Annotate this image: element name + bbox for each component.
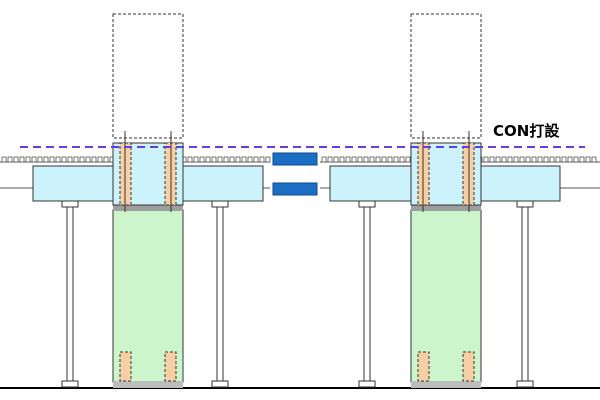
deck-tick — [483, 156, 489, 163]
deck-tick — [525, 156, 531, 163]
deck-tick — [549, 156, 555, 163]
deck-tick — [579, 156, 585, 163]
deck-tick — [363, 156, 369, 163]
deck-tick — [25, 156, 31, 163]
deck-tick — [229, 156, 235, 163]
deck-tick — [543, 156, 549, 163]
pier-right — [329, 13, 561, 388]
formwork-outline — [410, 13, 482, 139]
deck-tick — [73, 156, 79, 163]
deck-tick — [405, 156, 411, 163]
deck-tick — [339, 156, 345, 163]
deck-tick — [501, 156, 507, 163]
deck-tick — [7, 156, 13, 163]
support-post — [61, 200, 79, 388]
deck-tick — [369, 156, 375, 163]
deck-tick — [97, 156, 103, 163]
deck-tick — [187, 156, 193, 163]
deck-tick — [211, 156, 217, 163]
deck-tick — [513, 156, 519, 163]
anchor-right — [462, 351, 475, 382]
deck-tick — [247, 156, 253, 163]
deck-tick — [531, 156, 537, 163]
deck-tick — [357, 156, 363, 163]
deck-tick — [537, 156, 543, 163]
deck-tick — [387, 156, 393, 163]
deck-tick — [327, 156, 333, 163]
deck-tick — [591, 156, 597, 163]
expansion-joint-icon — [272, 152, 318, 196]
deck-tick — [259, 156, 265, 163]
joint-block-lower — [272, 182, 318, 196]
deck-tick — [1, 156, 7, 163]
formwork-outline — [112, 13, 184, 139]
deck-tick — [79, 156, 85, 163]
deck-tick — [205, 156, 211, 163]
deck-tick — [67, 156, 73, 163]
anchor-left — [119, 351, 132, 382]
deck-tick — [507, 156, 513, 163]
deck-tick — [489, 156, 495, 163]
deck-tick — [351, 156, 357, 163]
deck-tick — [91, 156, 97, 163]
deck-tick — [345, 156, 351, 163]
pier-cap-base — [411, 205, 481, 211]
deck-tick — [217, 156, 223, 163]
deck-tick — [55, 156, 61, 163]
deck-tick — [399, 156, 405, 163]
deck-tick — [375, 156, 381, 163]
deck-tick — [223, 156, 229, 163]
deck-tick — [567, 156, 573, 163]
deck-tick — [199, 156, 205, 163]
deck-tick — [241, 156, 247, 163]
deck-tick — [321, 156, 327, 163]
deck-tick — [37, 156, 43, 163]
deck-tick — [103, 156, 109, 163]
deck-tick — [85, 156, 91, 163]
support-post — [211, 200, 229, 388]
support-post — [358, 200, 376, 388]
anchor-left — [417, 351, 430, 382]
deck-tick — [381, 156, 387, 163]
deck-tick — [43, 156, 49, 163]
con-pour-label: CON打設 — [493, 122, 560, 140]
support-post — [516, 200, 534, 388]
deck-tick — [333, 156, 339, 163]
anchor-right — [164, 351, 177, 382]
deck-tick — [555, 156, 561, 163]
pier-left — [32, 13, 264, 388]
deck-tick — [253, 156, 259, 163]
deck-tick — [561, 156, 567, 163]
deck-tick — [265, 156, 271, 163]
deck-tick — [31, 156, 37, 163]
deck-tick — [585, 156, 591, 163]
deck-tick — [393, 156, 399, 163]
pier-footing — [113, 381, 183, 388]
pier-footing — [411, 381, 481, 388]
deck-tick — [573, 156, 579, 163]
joint-block-upper — [272, 152, 318, 166]
support-posts — [61, 200, 534, 388]
deck-tick — [235, 156, 241, 163]
deck-tick — [49, 156, 55, 163]
pier-cap-base — [113, 205, 183, 211]
deck-tick — [193, 156, 199, 163]
deck-tick — [13, 156, 19, 163]
deck-tick — [519, 156, 525, 163]
deck-tick — [19, 156, 25, 163]
deck-tick — [495, 156, 501, 163]
deck-tick — [61, 156, 67, 163]
